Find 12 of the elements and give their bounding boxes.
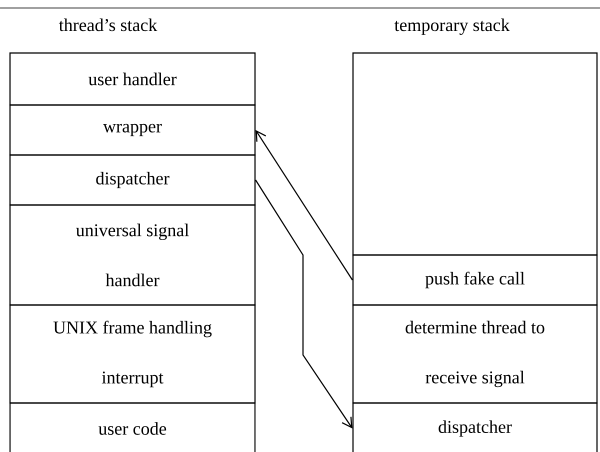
stack-frame-box: dispatcher bbox=[352, 402, 598, 452]
column-heading: thread’s stack bbox=[58, 18, 158, 32]
stack-frame-box: user handler bbox=[9, 52, 256, 106]
stack-frame-box: dispatcher bbox=[9, 154, 256, 206]
stack-frame-box: push fake call bbox=[352, 254, 598, 306]
stack-frame-box: wrapper bbox=[9, 104, 256, 156]
arrow bbox=[255, 180, 352, 428]
column-heading: temporary stack bbox=[394, 18, 510, 35]
stack-frame-box: user code bbox=[9, 402, 256, 452]
empty-box bbox=[352, 52, 598, 256]
stack-frame-box: universal signal handler bbox=[9, 204, 256, 306]
arrow bbox=[256, 130, 353, 280]
